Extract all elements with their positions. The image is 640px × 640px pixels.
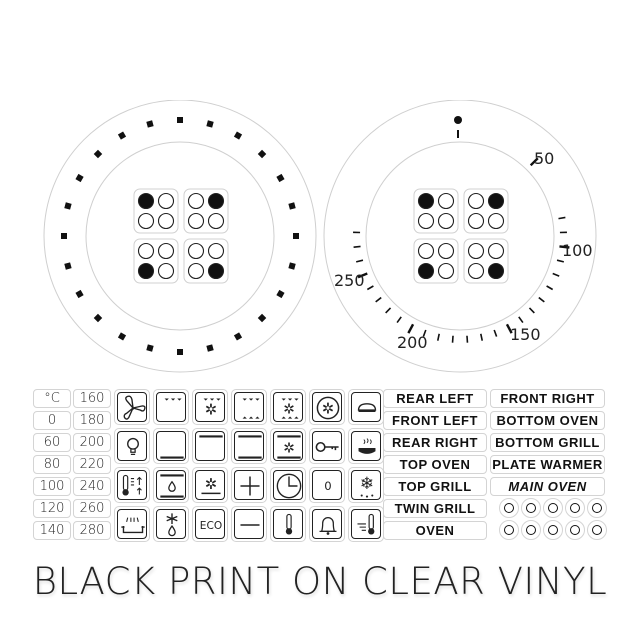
temp-value: 0 [33,411,71,430]
temp-value: 280 [73,521,111,540]
label-rear-left: REAR LEFT [383,389,487,408]
top-bottom-heat-icon [231,389,267,425]
svg-text:❄: ❄ [360,473,374,493]
temp-value: 60 [33,433,71,452]
key-lock-icon [309,428,345,464]
burner-indicator [133,188,229,284]
temp-value: 180 [73,411,111,430]
top-indicator-dot [454,116,462,124]
label-top-grill: TOP GRILL [383,477,487,496]
label-front-left: FRONT LEFT [383,411,487,430]
ring-marker [543,498,563,518]
temp-value: 200 [73,433,111,452]
ring-marker [499,498,519,518]
zero-icon: 0 [309,467,345,503]
scale-label-250: 250 [334,271,365,290]
svg-text:✲: ✲ [205,401,217,418]
temp-value: 160 [73,389,111,408]
label-twin-grill: TWIN GRILL [383,499,487,518]
circular-fan-icon: ✲ [309,389,345,425]
ring-marker [587,498,607,518]
fan-bottom-icon: ✲ [192,467,228,503]
top-element-icon [192,428,228,464]
label-oven: OVEN [383,521,487,540]
bottom-heat-icon [153,428,189,464]
top-bottom-element-icon [231,428,267,464]
ring-marker [499,520,519,540]
top-heat-icon [153,389,189,425]
ring-marker [521,498,541,518]
ring-marker [543,520,563,540]
temp-arrows-icon [114,467,150,503]
ring-marker [565,498,585,518]
caption: BLACK PRINT ON CLEAR VINYL [32,560,608,603]
steam-clean-icon [153,467,189,503]
label-rear-right: REAR RIGHT [383,433,487,452]
svg-text:✲: ✲ [205,476,217,493]
hob-dial-dots [43,100,317,373]
svg-text:ECO: ECO [200,520,222,532]
plus-icon [231,467,267,503]
scale-label-150: 150 [510,325,541,344]
burner-indicator [413,188,509,284]
fast-heat-icon [348,506,384,542]
ring-marker [587,520,607,540]
minus-icon [231,506,267,542]
eco-icon: ECO [192,506,228,542]
fan-icon [114,389,150,425]
top-heat-fan-icon: ✲ [192,389,228,425]
lamp-icon [114,428,150,464]
temp-value: °C [33,389,71,408]
svg-text:✲: ✲ [283,401,295,417]
grill-pan-icon [114,506,150,542]
warming-dish-icon [348,428,384,464]
label-main-oven: MAIN OVEN [490,477,605,496]
thermometer-icon [270,506,306,542]
label-bottom-grill: BOTTOM GRILL [490,433,605,452]
temp-value: 260 [73,499,111,518]
defrost-icon: ❄ [348,467,384,503]
label-top-oven: TOP OVEN [383,455,487,474]
temperature-dial: 50 100 150 200 250 [323,100,597,373]
label-bottom-oven: BOTTOM OVEN [490,411,605,430]
svg-text:✲: ✲ [322,400,334,417]
bread-icon [348,389,384,425]
ring-marker [565,520,585,540]
temp-value: 80 [33,455,71,474]
svg-text:✲: ✲ [283,440,295,456]
defrost-drop-icon [153,506,189,542]
label-plate-warmer: PLATE WARMER [490,455,605,474]
temp-value: 120 [33,499,71,518]
svg-text:0: 0 [324,479,331,493]
clock-icon [270,467,306,503]
top-bottom-heat-fan-icon: ✲ [270,389,306,425]
temp-value: 140 [33,521,71,540]
scale-label-200: 200 [397,333,428,352]
scale-label-50: 50 [534,149,554,168]
temp-value: 100 [33,477,71,496]
temp-value: 240 [73,477,111,496]
fan-elements-icon: ✲ [270,428,306,464]
scale-label-100: 100 [562,241,593,260]
temp-value: 220 [73,455,111,474]
bell-icon [309,506,345,542]
label-front-right: FRONT RIGHT [490,389,605,408]
ring-marker [521,520,541,540]
